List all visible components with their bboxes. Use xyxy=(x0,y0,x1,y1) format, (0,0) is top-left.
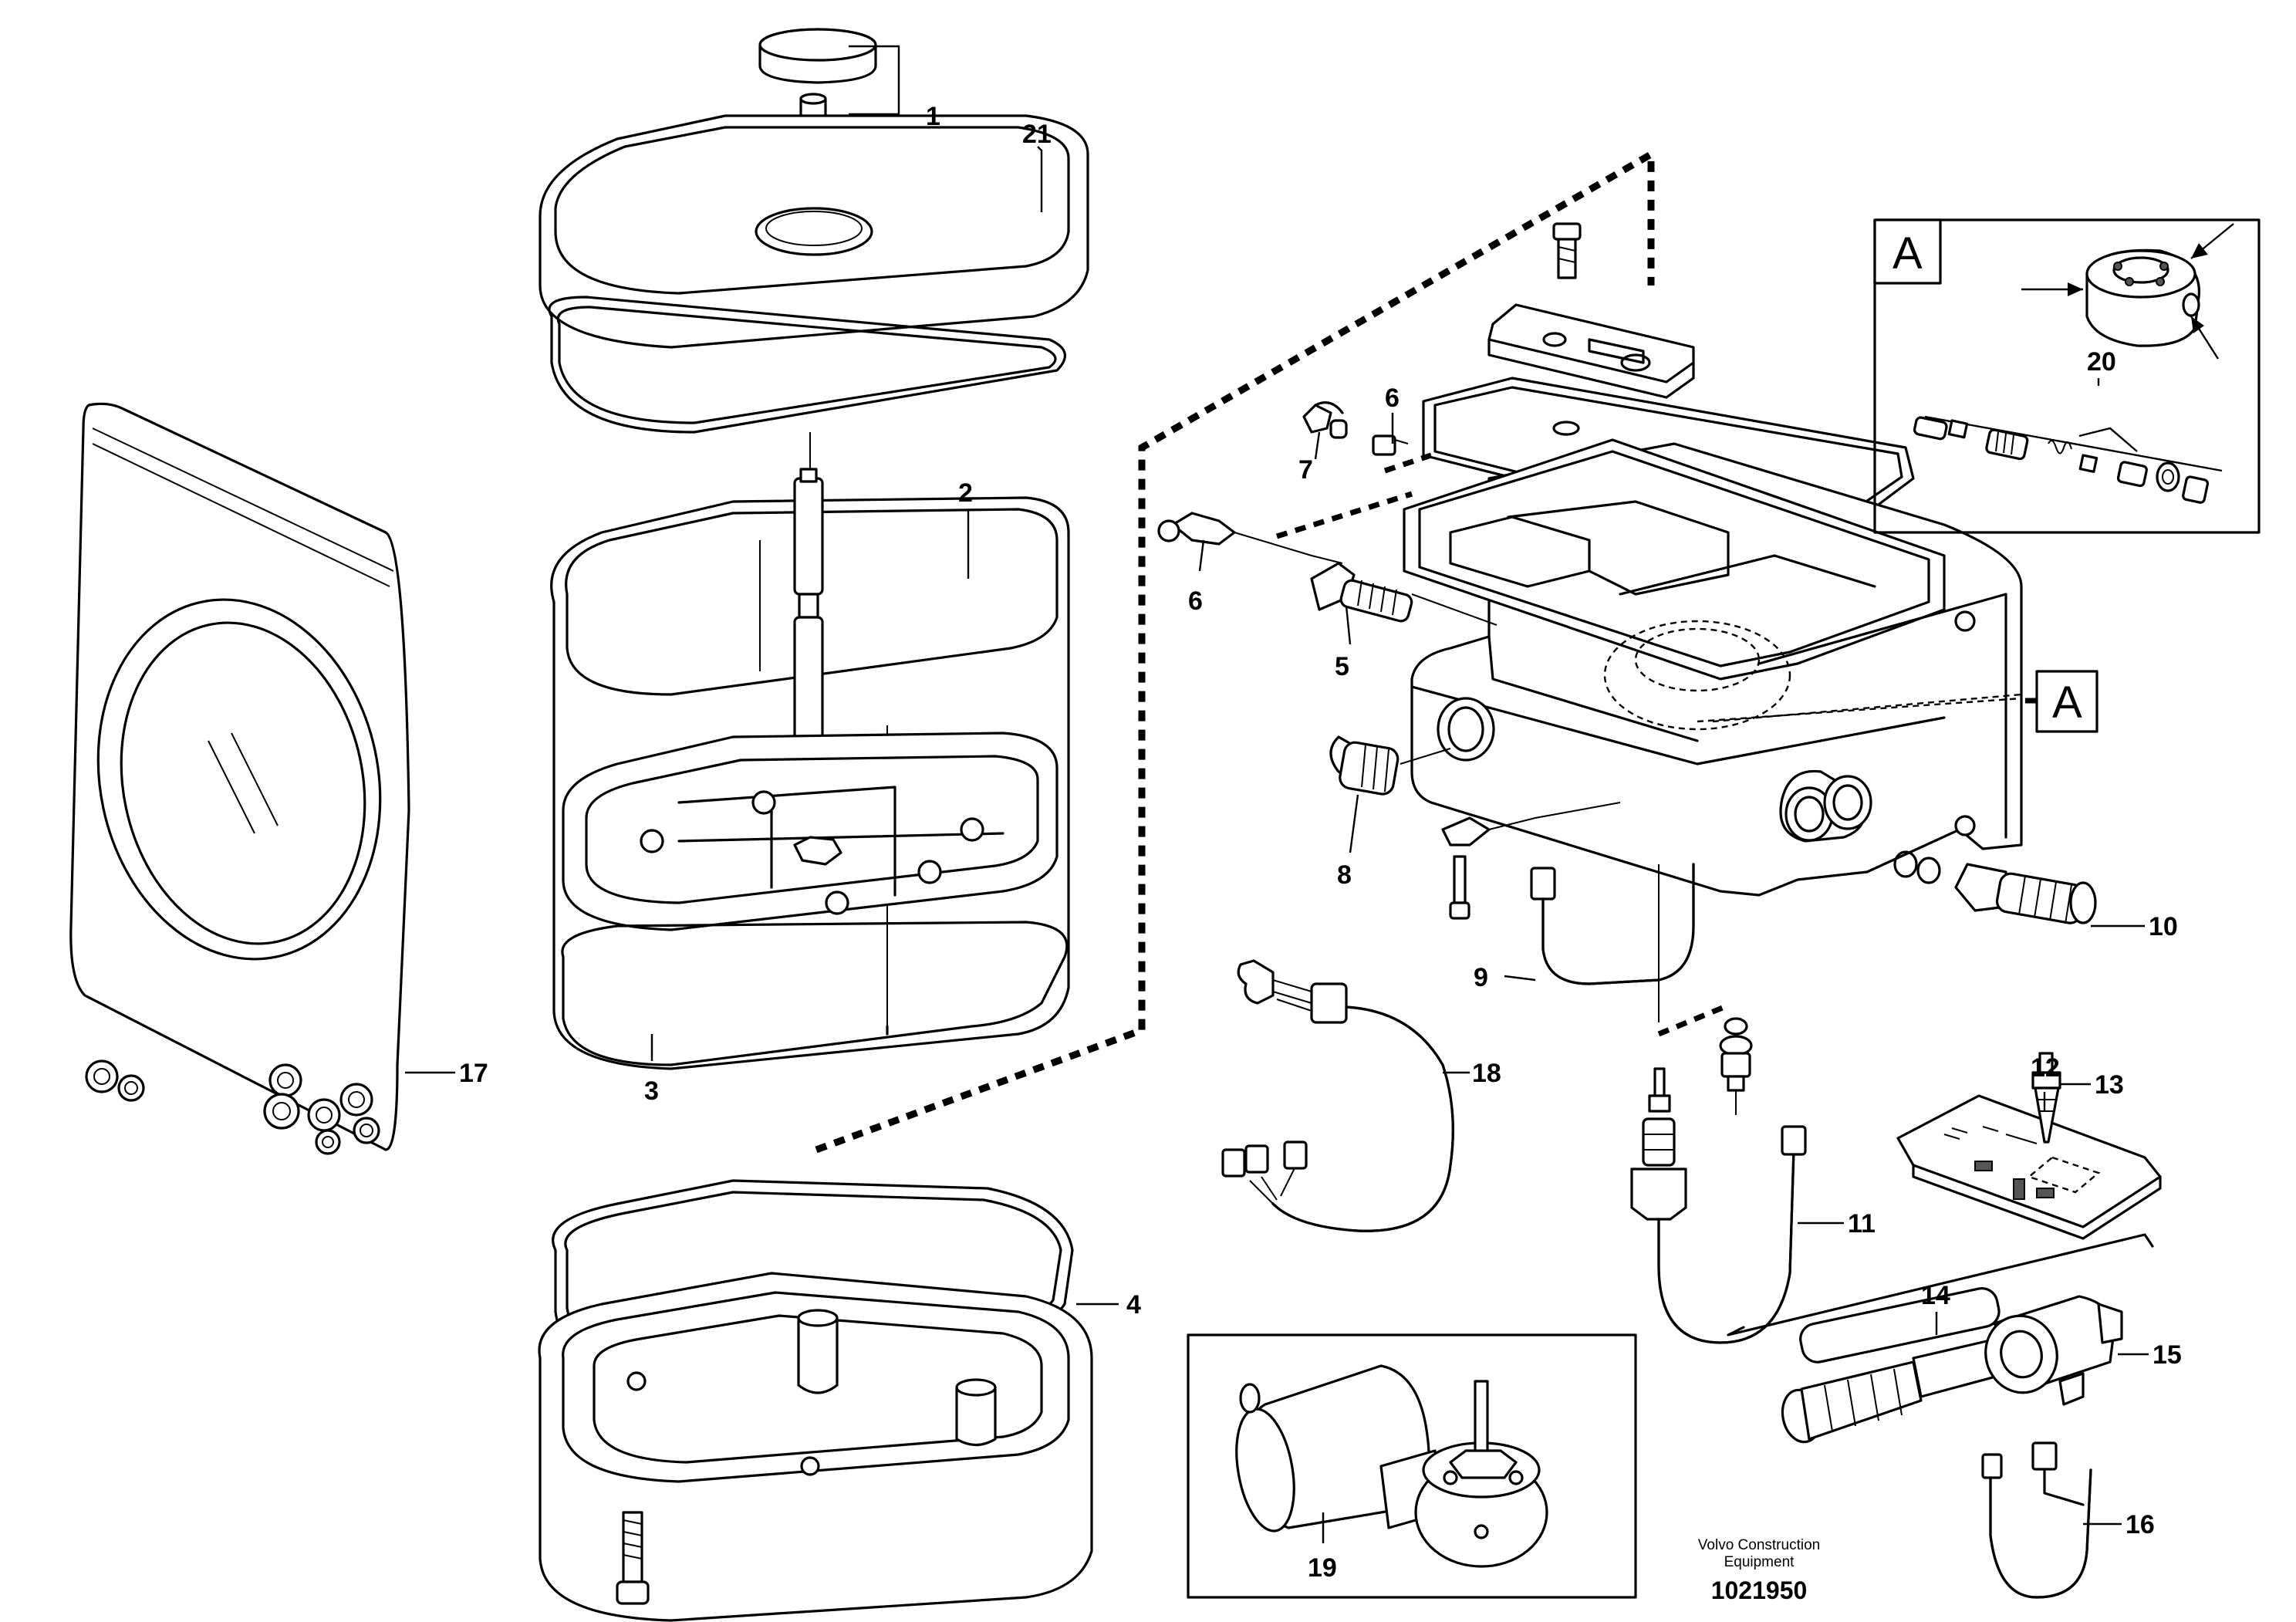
coil-cable xyxy=(1981,1441,2092,1599)
callout-5: 5 xyxy=(1335,652,1349,681)
detail-view-a-frame xyxy=(1873,218,2261,534)
callout-6b: 6 xyxy=(1188,586,1203,616)
drawing-number: 1021950 xyxy=(1711,1576,1808,1604)
vent-nozzle xyxy=(2031,1052,2061,1144)
cable-clamp xyxy=(1441,802,1621,920)
hose-adapter xyxy=(1310,562,1497,626)
callout-17: 17 xyxy=(459,1059,488,1088)
tank-base-plate xyxy=(562,732,1059,931)
bleed-fitting-upper xyxy=(1329,419,1409,456)
callout-8: 8 xyxy=(1337,860,1352,890)
lid-gasket xyxy=(548,296,1066,434)
housing-bolt xyxy=(616,1511,650,1605)
tank-base-gasket xyxy=(561,921,1069,1066)
callout-2: 2 xyxy=(958,478,973,508)
housing-top-gasket xyxy=(1422,377,1915,542)
callout-4: 4 xyxy=(1126,1290,1141,1320)
callout-13: 13 xyxy=(2095,1070,2124,1100)
callout-3: 3 xyxy=(644,1076,659,1106)
detail-view-a-tag xyxy=(1873,218,1942,285)
callout-14: 14 xyxy=(1921,1281,1950,1310)
valve-housing xyxy=(1403,438,2023,897)
sensor-cable-9 xyxy=(1530,863,1695,985)
circuit-board xyxy=(1896,1094,2162,1240)
tank-lid xyxy=(539,114,1089,349)
small-oring xyxy=(1552,421,1580,436)
callout-11: 11 xyxy=(1848,1209,1876,1238)
outlet-fitting xyxy=(1893,850,2097,924)
callout-6a: 6 xyxy=(1385,384,1400,413)
callout-9: 9 xyxy=(1474,963,1488,992)
detail-view-a-valve-parts xyxy=(1913,415,2223,504)
assembly-boundary-line xyxy=(815,148,1655,1154)
bleed-fitting-lower xyxy=(1157,512,1343,564)
callout-7: 7 xyxy=(1298,455,1313,485)
detail-view-a-label: A xyxy=(1893,228,1923,279)
callout-19: 19 xyxy=(1308,1553,1337,1583)
sensor-adapter xyxy=(1719,1017,1753,1115)
manufacturer-line-1: Volvo Construction xyxy=(1698,1537,1820,1553)
callout-1: 1 xyxy=(926,102,940,131)
callout-10: 10 xyxy=(2149,912,2178,941)
top-cover-screw xyxy=(1552,222,1582,279)
seal-kit-bag xyxy=(69,402,410,1155)
callout-15: 15 xyxy=(2152,1340,2182,1370)
detail-view-a-part xyxy=(2021,223,2234,360)
view-a-marker xyxy=(2035,670,2098,733)
callout-16: 16 xyxy=(2125,1510,2155,1539)
callout-21: 21 xyxy=(1022,120,1052,149)
spool-kit-bracket xyxy=(1727,1233,2154,1336)
valve-spool xyxy=(1781,1287,2023,1444)
solenoid-coil xyxy=(1984,1295,2123,1406)
callout-18: 18 xyxy=(1472,1059,1501,1088)
elbow-nipple xyxy=(1302,401,1344,434)
bottom-housing xyxy=(538,1272,1093,1622)
electric-pump xyxy=(1235,1364,1548,1568)
top-cover-plate xyxy=(1487,303,1695,399)
sight-plug xyxy=(1329,735,1451,796)
filler-knob xyxy=(758,28,877,84)
callout-20: 20 xyxy=(2087,347,2116,377)
pressure-sensor-11 xyxy=(1630,1004,1807,1344)
callout-12: 12 xyxy=(2031,1053,2060,1083)
sensor-cable-18 xyxy=(1221,959,1454,1232)
view-a-marker-label: A xyxy=(2052,678,2082,728)
manufacturer-line-2: Equipment xyxy=(1724,1554,1795,1570)
pump-inset-frame xyxy=(1187,1333,1637,1599)
